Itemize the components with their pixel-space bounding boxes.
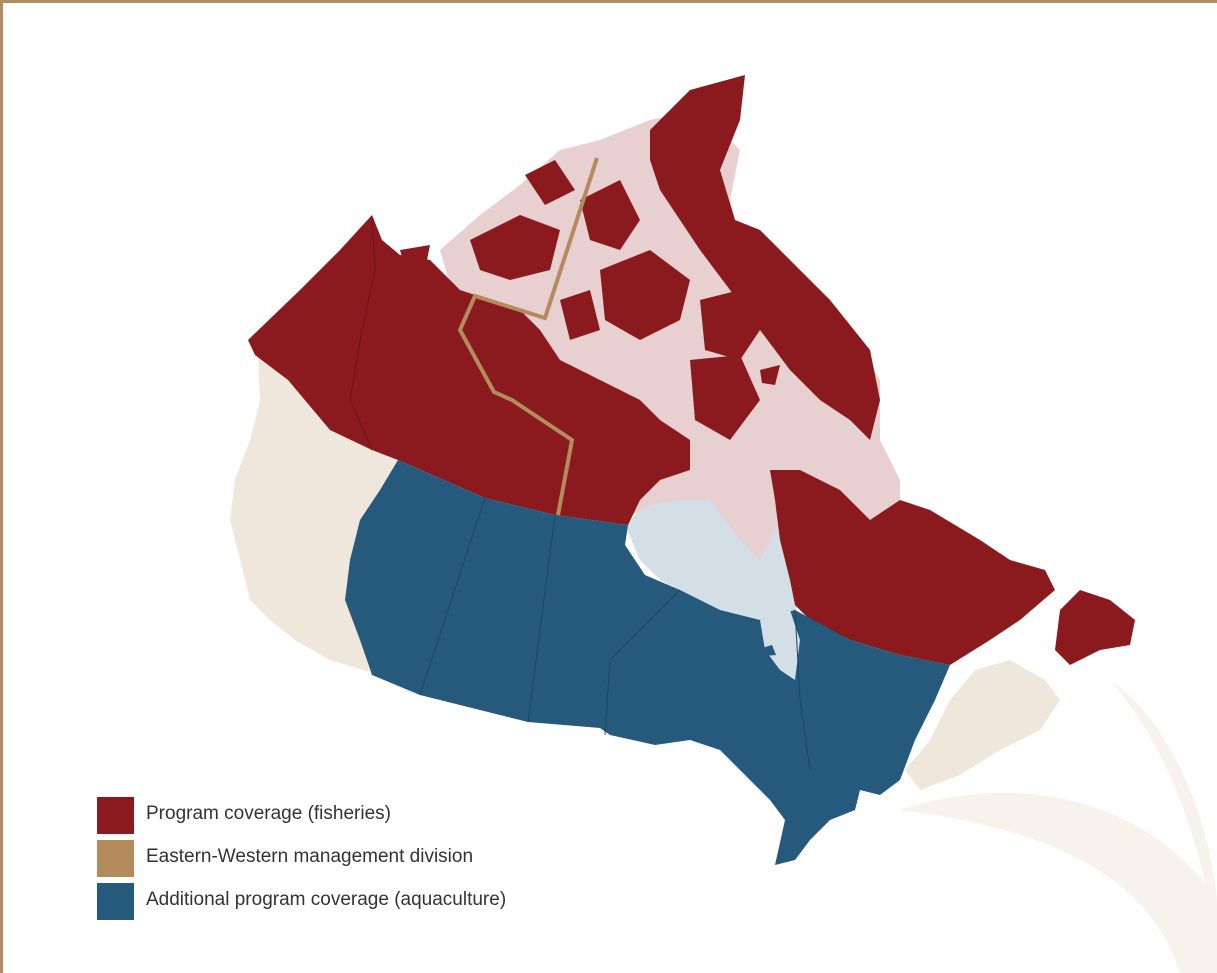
maritimes-region [905, 660, 1060, 790]
eastern-western-division-line [457, 157, 599, 516]
legend-swatch-division [97, 840, 134, 877]
arctic-island [400, 245, 430, 270]
legend-label-division: Eastern-Western management division [146, 846, 474, 867]
british-columbia-region [230, 355, 398, 672]
arctic-island [760, 365, 780, 385]
decorative-swoosh-arc [1110, 680, 1217, 940]
arctic-island [690, 355, 760, 440]
baffin-island [650, 75, 880, 440]
decorative-swoosh [900, 792, 1217, 973]
territories-fisheries-coverage [248, 215, 690, 525]
arctic-island [525, 160, 575, 205]
legend-swatch-aquaculture [97, 883, 134, 920]
james-bay [760, 610, 800, 680]
territory-borders [349, 217, 376, 451]
arctic-island [470, 215, 560, 280]
akimiski-island [762, 645, 776, 656]
legend-label-fisheries: Program coverage (fisheries) [146, 803, 391, 824]
arctic-island [580, 180, 640, 250]
arctic-marine-area [440, 110, 900, 560]
quebec-labrador-fisheries-coverage [770, 470, 1055, 665]
province-borders [419, 497, 811, 771]
arctic-island [700, 290, 760, 360]
arctic-island [600, 250, 690, 340]
legend-swatch-fisheries [97, 797, 134, 834]
newfoundland [1055, 590, 1135, 665]
arctic-island [560, 290, 600, 340]
legend-label-aquaculture: Additional program coverage (aquaculture… [146, 889, 507, 910]
aquaculture-coverage [345, 460, 950, 865]
